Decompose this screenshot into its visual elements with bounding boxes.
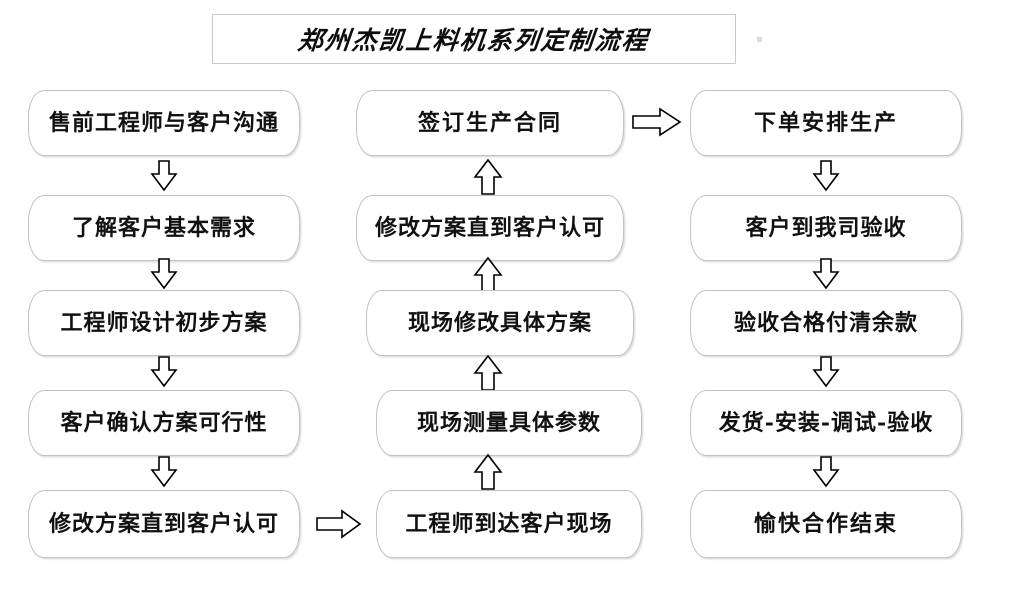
node-revise-until-approved-middle[interactable]: 修改方案直到客户认可 (356, 195, 624, 261)
node-customer-inspect-at-our-company[interactable]: 客户到我司验收 (690, 195, 962, 261)
node-label: 签订生产合同 (417, 110, 562, 136)
node-happy-cooperation-end[interactable]: 愉快合作结束 (690, 490, 962, 558)
node-onsite-revise-plan[interactable]: 现场修改具体方案 (366, 290, 634, 356)
node-presales-communication[interactable]: 售前工程师与客户沟通 (28, 90, 300, 156)
arrow-down-icon (148, 258, 180, 290)
node-label: 了解客户基本需求 (71, 215, 256, 241)
chart-title-box: 郑州杰凯上料机系列定制流程 (212, 14, 736, 64)
node-label: 验收合格付清余款 (733, 310, 918, 336)
node-ship-install-debug-accept[interactable]: 发货-安装-调试-验收 (690, 390, 962, 456)
node-label: 客户确认方案可行性 (60, 410, 268, 436)
node-pay-balance-after-acceptance[interactable]: 验收合格付清余款 (690, 290, 962, 356)
node-label: 修改方案直到客户认可 (48, 511, 279, 537)
node-customer-confirm-feasibility[interactable]: 客户确认方案可行性 (28, 390, 300, 456)
node-label: 工程师设计初步方案 (60, 310, 268, 336)
arrow-right-icon (632, 106, 682, 138)
arrow-down-icon (148, 160, 180, 192)
arrow-down-icon (148, 356, 180, 388)
node-label: 下单安排生产 (753, 110, 898, 136)
arrow-down-icon (810, 258, 842, 290)
node-label: 工程师到达客户现场 (405, 511, 613, 537)
node-engineer-initial-plan[interactable]: 工程师设计初步方案 (28, 290, 300, 356)
node-label: 客户到我司验收 (745, 215, 907, 241)
arrow-up-icon (472, 158, 504, 196)
node-engineer-arrive-onsite[interactable]: 工程师到达客户现场 (376, 490, 642, 558)
arrow-down-icon (148, 456, 180, 488)
arrow-down-icon (810, 160, 842, 192)
node-label: 售前工程师与客户沟通 (48, 110, 279, 136)
node-revise-until-approved-left[interactable]: 修改方案直到客户认可 (28, 490, 300, 558)
arrow-up-icon (472, 453, 504, 491)
node-understand-requirements[interactable]: 了解客户基本需求 (28, 195, 300, 261)
node-label: 发货-安装-调试-验收 (718, 410, 934, 436)
node-label: 现场测量具体参数 (416, 410, 601, 436)
node-label: 愉快合作结束 (753, 511, 898, 537)
arrow-right-icon (316, 508, 362, 540)
node-onsite-measure-params[interactable]: 现场测量具体参数 (376, 390, 642, 456)
node-place-order-arrange-production[interactable]: 下单安排生产 (690, 90, 962, 156)
arrow-up-icon (472, 354, 504, 392)
decorative-artifact-dot (757, 37, 762, 42)
arrow-down-icon (810, 456, 842, 488)
node-label: 现场修改具体方案 (407, 310, 592, 336)
node-label: 修改方案直到客户认可 (374, 215, 605, 241)
node-sign-production-contract[interactable]: 签订生产合同 (356, 90, 624, 156)
arrow-down-icon (810, 356, 842, 388)
chart-title: 郑州杰凯上料机系列定制流程 (296, 26, 651, 55)
arrow-up-icon (472, 256, 504, 294)
